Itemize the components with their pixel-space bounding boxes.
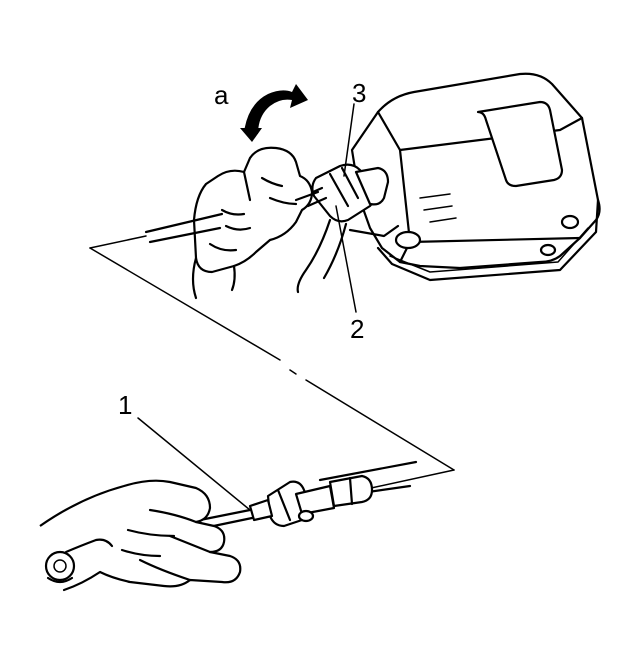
tool-shaft-upper — [144, 190, 320, 244]
callout-2: 2 — [350, 314, 364, 344]
callout-1: 1 — [118, 390, 132, 420]
detail-view-lines — [89, 235, 455, 491]
upper-hand — [191, 146, 314, 300]
key-ring — [44, 538, 114, 584]
lower-tool-assembly — [198, 460, 418, 530]
callout-3: 3 — [352, 78, 366, 108]
rotation-arrow-icon — [240, 84, 308, 142]
callout-a: a — [214, 80, 229, 110]
lower-hand — [39, 479, 242, 592]
leader-lines — [137, 103, 357, 511]
control-module-housing — [296, 72, 601, 294]
